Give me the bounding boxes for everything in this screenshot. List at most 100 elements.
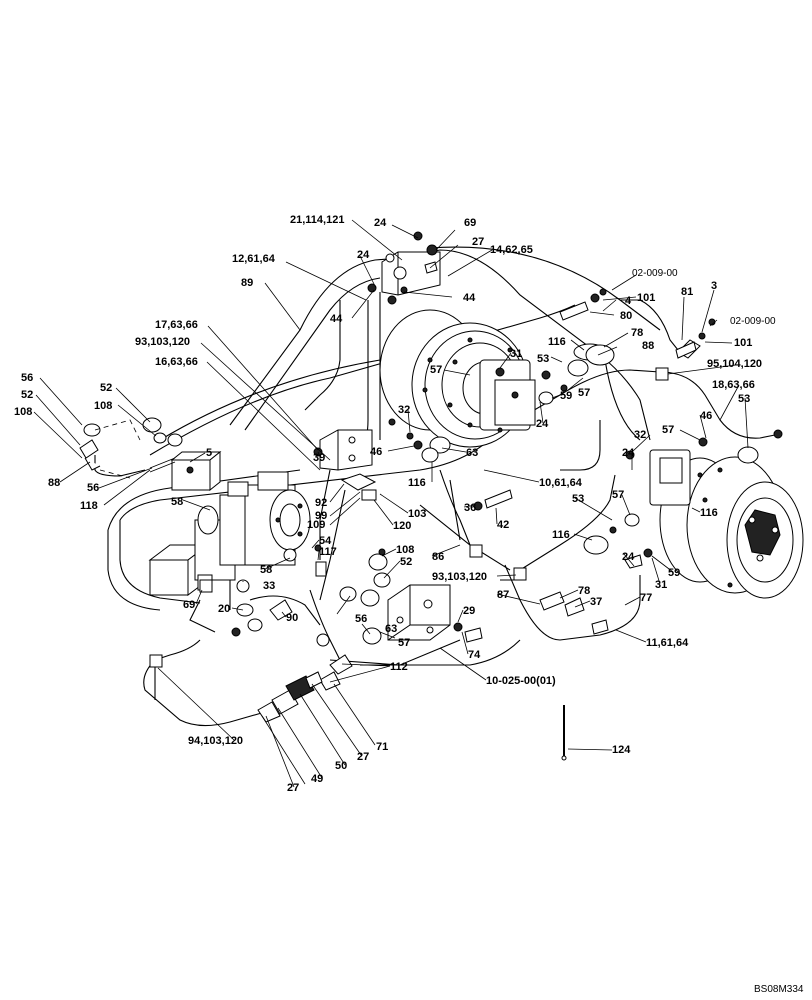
callout-108: 108 [396, 544, 414, 556]
callout-17-63-66: 17,63,66 [155, 319, 198, 331]
callout-92: 92 [315, 497, 327, 509]
callout-59: 59 [668, 567, 680, 579]
callout-50: 50 [335, 760, 347, 772]
callout-93-103-120: 93,103,120 [432, 571, 487, 583]
right-travel-motor [649, 449, 804, 599]
callout-02-009-00: 02-009-00 [632, 268, 678, 279]
callout-57: 57 [578, 387, 590, 399]
callout-101: 101 [734, 337, 752, 349]
callout-32: 32 [398, 404, 410, 416]
callout-labels: 21,114,121 24 69 27 14,62,65 24 12,61,64… [14, 214, 804, 995]
callout-24: 24 [536, 418, 549, 430]
callout-12-61-64: 12,61,64 [232, 253, 276, 265]
callout-95-104-120: 95,104,120 [707, 358, 762, 370]
callout-116: 116 [548, 336, 566, 348]
callout-44: 44 [463, 292, 476, 304]
callout-88: 88 [48, 477, 60, 489]
callout-31: 31 [510, 348, 522, 360]
callout-74: 74 [468, 649, 481, 661]
callout-78: 78 [631, 327, 643, 339]
callout-24: 24 [622, 447, 635, 459]
callout-52: 52 [400, 556, 412, 568]
callout-53: 53 [572, 493, 584, 505]
callout-42: 42 [497, 519, 509, 531]
hydraulic-pump-assembly [148, 450, 311, 596]
callout-27: 27 [472, 236, 484, 248]
callout-58: 58 [171, 496, 183, 508]
callout-63: 63 [385, 623, 397, 635]
callout-27: 27 [357, 751, 369, 763]
callout-53: 53 [537, 353, 549, 365]
callout-90: 90 [286, 612, 298, 624]
callout-56: 56 [355, 613, 367, 625]
callout-58: 58 [260, 564, 272, 576]
callout-56: 56 [21, 372, 33, 384]
callout-02-009-00: 02-009-00 [730, 316, 776, 327]
callout-3: 3 [711, 280, 717, 292]
callout-10-025-00-01: 10-025-00(01) [486, 675, 556, 687]
callout-21-114-121: 21,114,121 [290, 214, 344, 226]
callout-57: 57 [662, 424, 674, 436]
callout-117: 117 [319, 546, 337, 558]
callout-86: 86 [432, 551, 444, 563]
callout-118: 118 [80, 500, 98, 512]
callout-27: 27 [287, 782, 299, 794]
callout-103: 103 [408, 508, 426, 520]
callout-57: 57 [430, 364, 442, 376]
callout-31: 31 [655, 579, 667, 591]
callout-59: 59 [560, 390, 572, 402]
callout-37: 37 [590, 596, 602, 608]
callout-124: 124 [612, 744, 631, 756]
leader-lines [33, 219, 749, 788]
callout-10-61-64: 10,61,64 [539, 477, 583, 489]
callout-56: 56 [87, 482, 99, 494]
callout-49: 49 [311, 773, 323, 785]
callout-53: 53 [738, 393, 750, 405]
callout-94-103-120: 94,103,120 [188, 735, 243, 747]
callout-32: 32 [634, 429, 646, 441]
callout-39: 39 [313, 452, 325, 464]
callout-14-62-65: 14,62,65 [490, 244, 533, 256]
callout-80: 80 [620, 310, 632, 322]
callout-88: 88 [642, 340, 654, 352]
callout-5: 5 [206, 447, 212, 459]
callout-69: 69 [183, 599, 195, 611]
callout-20: 20 [218, 603, 230, 615]
callout-57: 57 [612, 489, 624, 501]
callout-81: 81 [681, 286, 693, 298]
callout-18-63-66: 18,63,66 [712, 379, 755, 391]
callout-69: 69 [464, 217, 476, 229]
callout-116: 116 [700, 507, 718, 519]
detail-outlines [94, 419, 141, 479]
callout-16-63-66: 16,63,66 [155, 356, 198, 368]
callout-11-61-64: 11,61,64 [646, 637, 689, 649]
callout-101: 101 [637, 292, 655, 304]
callout-24: 24 [374, 217, 387, 229]
callout-120: 120 [393, 520, 411, 532]
callout-36: 36 [464, 502, 476, 514]
callout-71: 71 [376, 741, 388, 753]
callout-89: 89 [241, 277, 253, 289]
callout-24: 24 [357, 249, 370, 261]
callout-93-103-120: 93,103,120 [135, 336, 190, 348]
callout-46: 46 [370, 446, 382, 458]
left-travel-motor [379, 309, 536, 448]
callout-52: 52 [21, 389, 33, 401]
drawing-code: BS08M334 [754, 984, 804, 995]
callout-54: 54 [319, 535, 332, 547]
callout-63: 63 [466, 447, 478, 459]
callout-109: 109 [307, 519, 325, 531]
callout-108: 108 [94, 400, 112, 412]
callout-33: 33 [263, 580, 275, 592]
callout-24: 24 [622, 551, 635, 563]
callout-4: 4 [625, 295, 632, 307]
callout-52: 52 [100, 382, 112, 394]
callout-57: 57 [398, 637, 410, 649]
callout-78: 78 [578, 585, 590, 597]
callout-112: 112 [390, 661, 408, 673]
callout-77: 77 [640, 592, 652, 604]
callout-108: 108 [14, 406, 32, 418]
callout-46: 46 [700, 410, 712, 422]
